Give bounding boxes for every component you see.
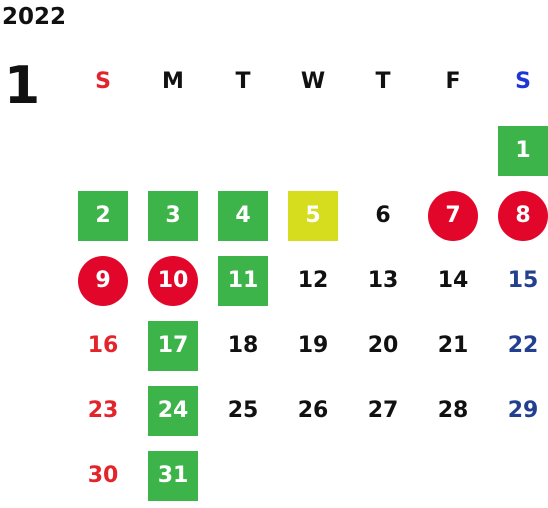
day-number: 11	[218, 255, 268, 306]
day-number: 6	[375, 203, 391, 228]
day-number: 26	[297, 398, 329, 423]
day-number: 5	[288, 190, 338, 241]
day-cell[interactable]: 19	[278, 313, 348, 378]
day-number: 9	[78, 255, 128, 306]
day-number: 7	[428, 190, 478, 241]
day-cell[interactable]: 22	[488, 313, 548, 378]
day-number: 15	[507, 268, 539, 293]
month-number: 1	[4, 56, 41, 116]
day-number: 3	[148, 190, 198, 241]
day-number: 31	[148, 450, 198, 501]
day-number: 18	[227, 333, 259, 358]
day-cell[interactable]: 14	[418, 248, 488, 313]
weekday-header: S M T W T F S	[68, 66, 548, 96]
day-number: 28	[437, 398, 469, 423]
day-number: 2	[78, 190, 128, 241]
day-number: 8	[498, 190, 548, 241]
day-number: 20	[367, 333, 399, 358]
day-cell[interactable]: 13	[348, 248, 418, 313]
day-cell[interactable]: 11	[208, 248, 278, 313]
day-cell[interactable]: 12	[278, 248, 348, 313]
day-cell[interactable]: 4	[208, 183, 278, 248]
day-number: 25	[227, 398, 259, 423]
day-number: 10	[148, 255, 198, 306]
day-number: 24	[148, 385, 198, 436]
day-number: 23	[87, 398, 119, 423]
day-cell[interactable]: 1	[488, 118, 548, 183]
day-number: 12	[297, 268, 329, 293]
day-cell[interactable]: 20	[348, 313, 418, 378]
day-number: 22	[507, 333, 539, 358]
weekday-sun: S	[95, 68, 111, 94]
day-cell[interactable]: 10	[138, 248, 208, 313]
day-cell[interactable]: 7	[418, 183, 488, 248]
day-number: 21	[437, 333, 469, 358]
day-number: 27	[367, 398, 399, 423]
day-number: 19	[297, 333, 329, 358]
day-number: 29	[507, 398, 539, 423]
day-number: 17	[148, 320, 198, 371]
day-cell[interactable]: 21	[418, 313, 488, 378]
day-cell[interactable]: 2	[68, 183, 138, 248]
day-cell[interactable]: 30	[68, 443, 138, 508]
day-cell[interactable]: 9	[68, 248, 138, 313]
day-number: 13	[367, 268, 399, 293]
day-number: 16	[87, 333, 119, 358]
day-cell[interactable]: 27	[348, 378, 418, 443]
day-number: 14	[437, 268, 469, 293]
day-cell[interactable]: 15	[488, 248, 548, 313]
day-cell[interactable]: 25	[208, 378, 278, 443]
day-cell[interactable]: 8	[488, 183, 548, 248]
weekday-fri: F	[445, 68, 461, 94]
day-cell[interactable]: 17	[138, 313, 208, 378]
day-cell[interactable]: 26	[278, 378, 348, 443]
weekday-sat: S	[515, 68, 531, 94]
day-cell[interactable]: 28	[418, 378, 488, 443]
day-cell[interactable]: 5	[278, 183, 348, 248]
weekday-wed: W	[300, 68, 326, 94]
day-cell[interactable]: 6	[348, 183, 418, 248]
day-cell[interactable]: 31	[138, 443, 208, 508]
day-number: 1	[498, 125, 548, 176]
day-cell[interactable]: 3	[138, 183, 208, 248]
day-cell[interactable]: 24	[138, 378, 208, 443]
day-number: 30	[87, 463, 119, 488]
day-cell[interactable]: 23	[68, 378, 138, 443]
weekday-mon: M	[162, 68, 184, 94]
day-cell[interactable]: 16	[68, 313, 138, 378]
day-number: 4	[218, 190, 268, 241]
year-label: 2022	[2, 4, 67, 30]
weekday-thu: T	[375, 68, 391, 94]
day-cell[interactable]: 18	[208, 313, 278, 378]
weekday-tue: T	[235, 68, 251, 94]
day-cell[interactable]: 29	[488, 378, 548, 443]
